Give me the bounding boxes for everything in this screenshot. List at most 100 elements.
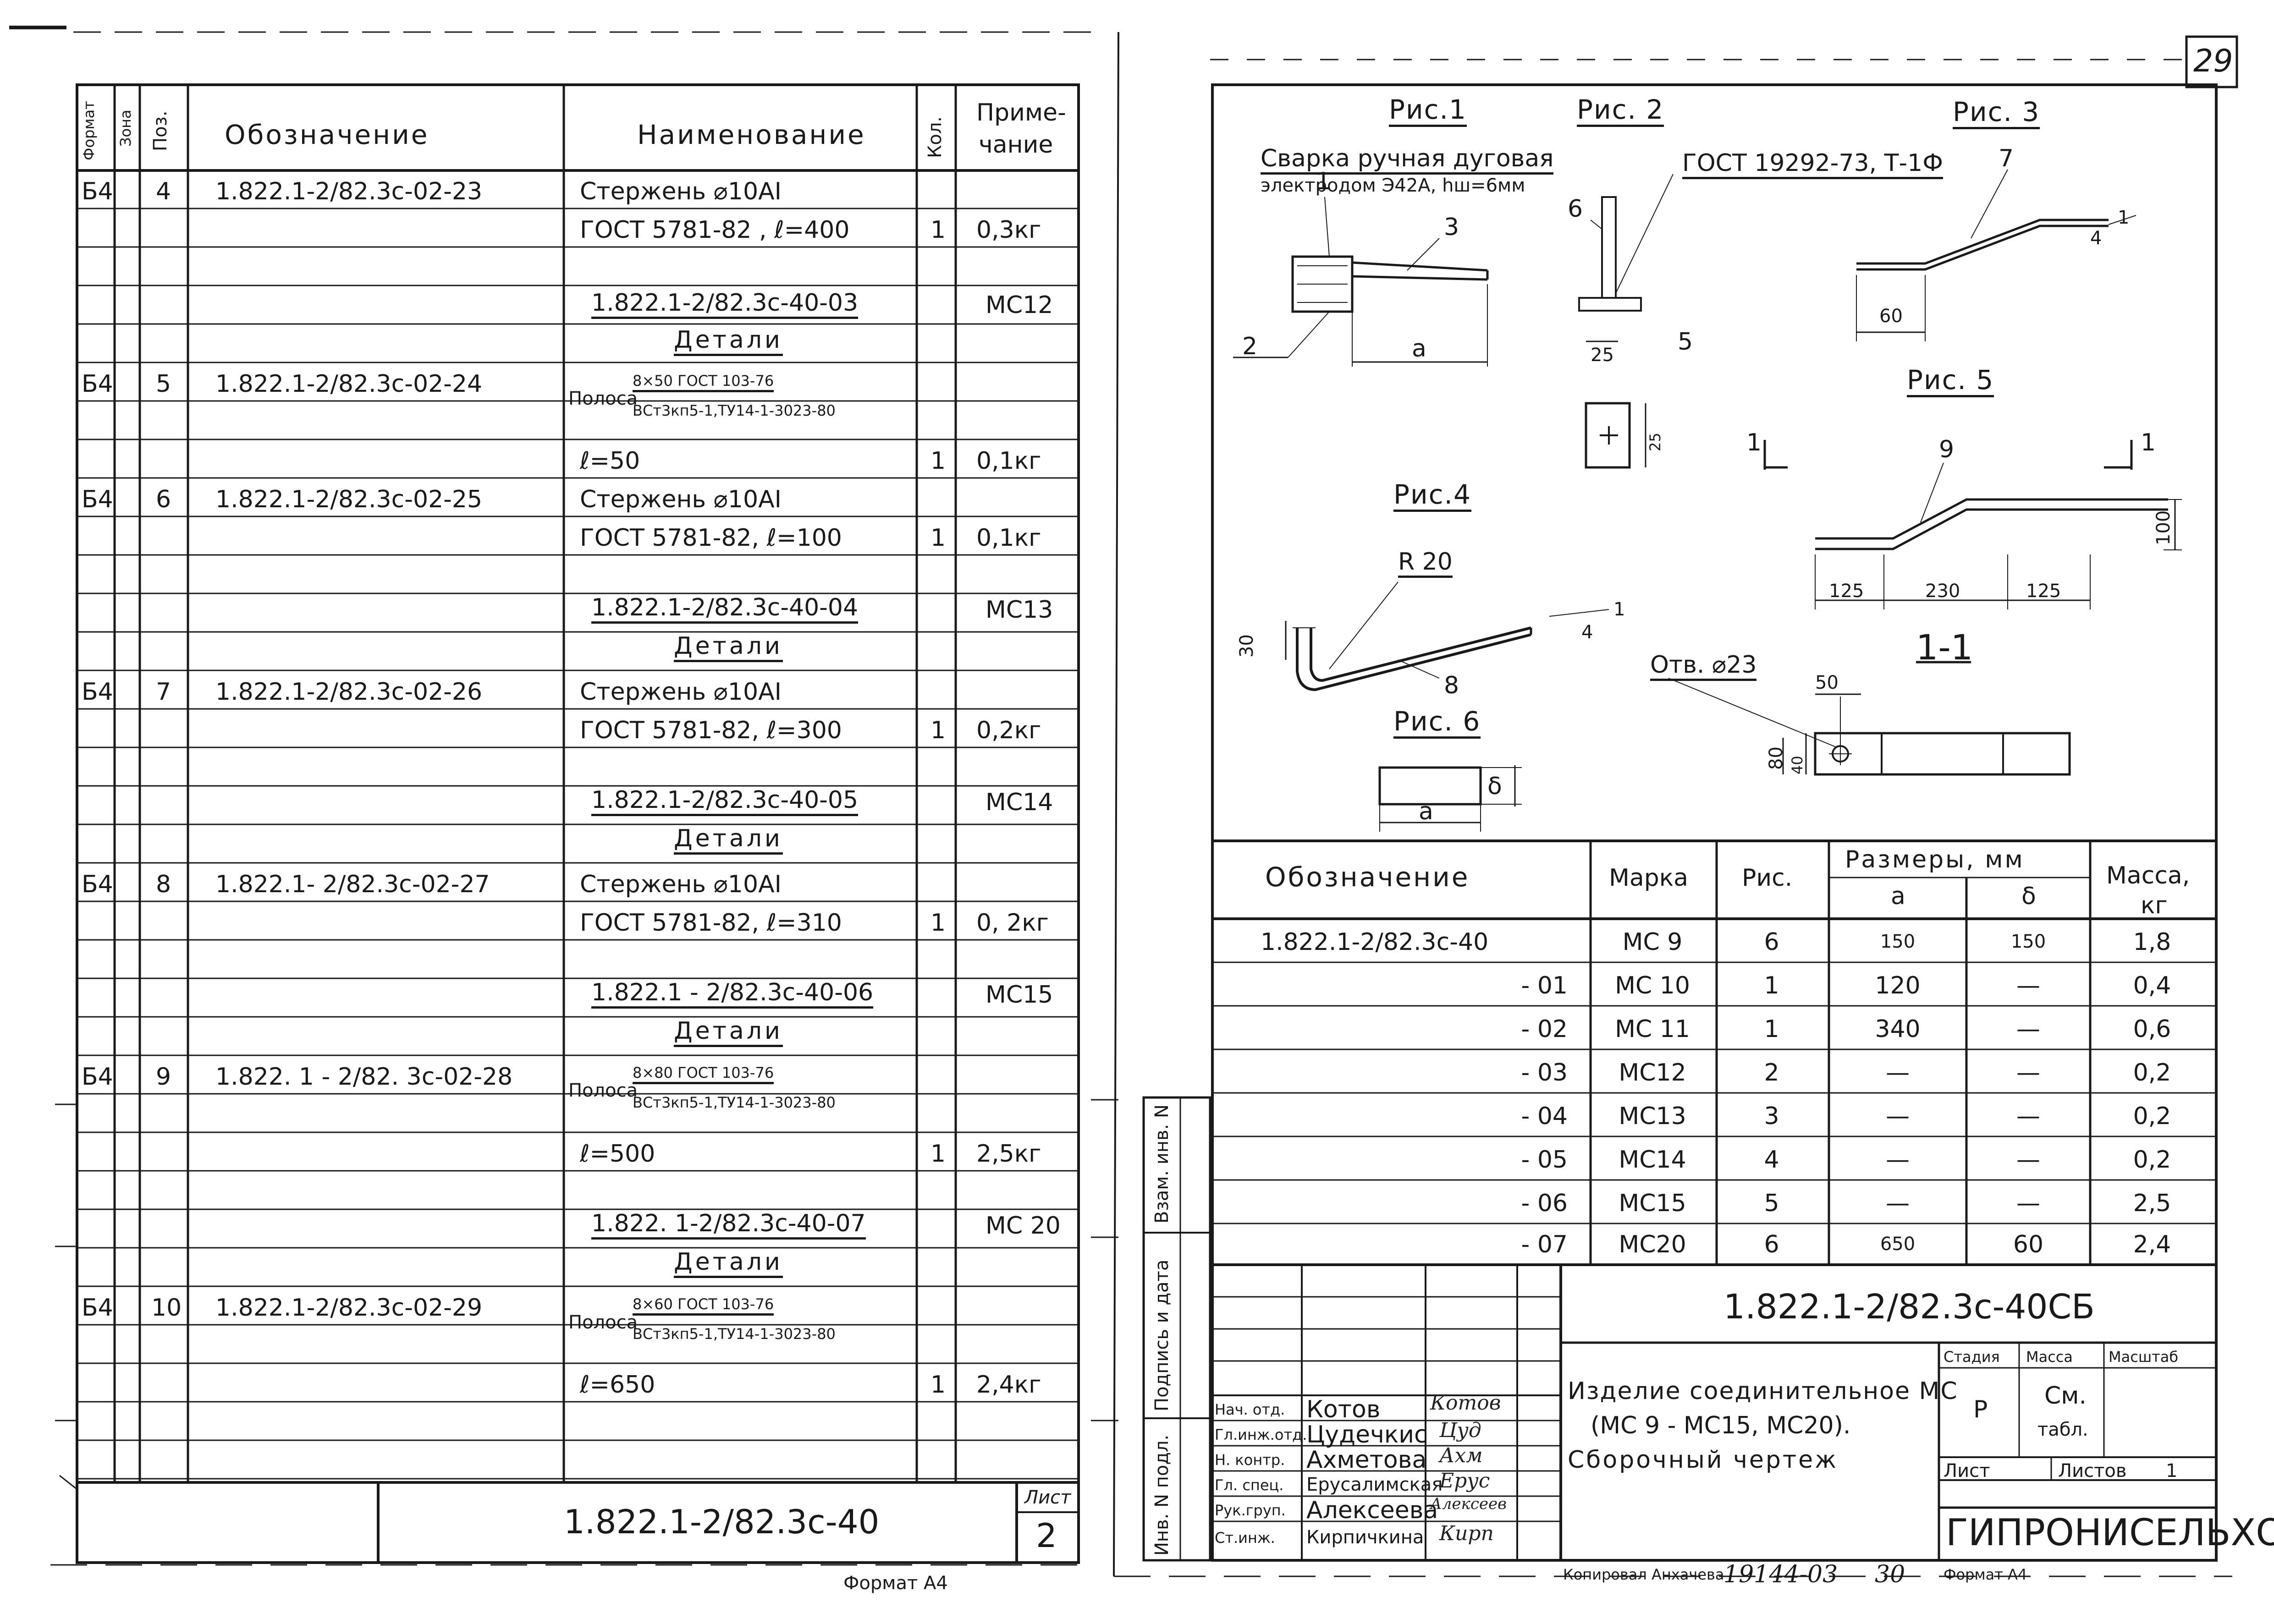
person-signature: Ахм — [1439, 1444, 1483, 1467]
order-number: 19144-03 — [1723, 1561, 1838, 1588]
col-header-qty: Кол. — [925, 116, 946, 158]
table-cell-designation: - 06 — [1521, 1190, 1568, 1217]
cell-designation: 1.822.1-2/82.3с-02-25 — [215, 486, 483, 513]
cell-pos: 6 — [156, 486, 171, 513]
gost-note: ГОСТ 19292-73, Т-1Ф — [1682, 151, 1944, 179]
person-signature: Ерус — [1439, 1469, 1490, 1492]
person-name: Ахметова — [1306, 1446, 1427, 1474]
cell-fraction-bottom: ВСт3кп5-1,ТУ14-1-3023-80 — [633, 402, 836, 419]
table-header-delta: δ — [2021, 883, 2036, 910]
title-block-code: 1.822.1-2/82.3с-40СБ — [1723, 1287, 2095, 1327]
cell-name: 1.822.1 - 2/82.3с-40-06 — [591, 981, 874, 1009]
table-cell-mass: 0,6 — [2133, 1015, 2171, 1043]
mass-value: См. — [2044, 1382, 2087, 1410]
cell-note: 0,2кг — [976, 717, 1041, 744]
dim-40: 40 — [1789, 756, 1806, 774]
table-cell-figure: 4 — [1764, 1146, 1779, 1174]
table-cell-figure: 1 — [1764, 1015, 1779, 1043]
table-cell-b: 60 — [2013, 1231, 2044, 1258]
table-cell-mass: 0,4 — [2133, 972, 2171, 999]
table-cell-a: 150 — [1880, 931, 1916, 952]
cell-qty: 1 — [931, 524, 946, 552]
cell-qty: 1 — [931, 216, 946, 244]
cell-designation: 1.822.1- 2/82.3с-02-27 — [215, 871, 490, 898]
person-role: Гл.инж.отд. — [1215, 1426, 1307, 1443]
person-name: Котов — [1306, 1396, 1381, 1423]
table-cell-mark: МС13 — [1619, 1103, 1686, 1130]
position-mark: 9 — [1939, 436, 1955, 463]
table-cell-mark: МС12 — [1619, 1059, 1686, 1086]
cell-name: Детали — [674, 328, 783, 356]
table-cell-b: 150 — [2010, 931, 2046, 952]
position-mark: 1 — [1316, 168, 1331, 195]
cell-name: Стержень ⌀10АⅠ — [580, 178, 782, 205]
cell-name: ГОСТ 5781-82 , ℓ=400 — [580, 216, 850, 244]
table-header-sizes: Размеры, мм — [1845, 846, 2025, 873]
cell-format: Б4 — [82, 678, 113, 706]
table-cell-mark: МС20 — [1619, 1231, 1686, 1258]
person-role: Рук.груп. — [1215, 1502, 1286, 1519]
table-cell-b: — — [2016, 1146, 2040, 1174]
cell-note: МС15 — [986, 981, 1053, 1009]
table-cell-designation: - 07 — [1521, 1231, 1568, 1258]
table-cell-a: — — [1886, 1190, 1910, 1217]
cell-name: ℓ=650 — [580, 1371, 655, 1399]
table-cell-mark: МС 11 — [1615, 1015, 1690, 1043]
table-cell-a: — — [1886, 1059, 1910, 1086]
table-cell-designation: - 04 — [1521, 1103, 1568, 1130]
cell-name: 1.822.1-2/82.3с-40-04 — [591, 596, 859, 624]
title-block-title-line-2: (МС 9 - МС15, МС20). — [1591, 1412, 1851, 1439]
table-header-a: а — [1891, 883, 1905, 910]
table-cell-mass: 0,2 — [2133, 1146, 2171, 1174]
copied-by: Копировал Анхачева — [1563, 1566, 1724, 1583]
cell-fraction-bottom: ВСт3кп5-1,ТУ14-1-3023-80 — [633, 1094, 836, 1111]
cell-pos: 8 — [156, 871, 171, 898]
cell-format: Б4 — [82, 178, 113, 205]
table-cell-designation: 1.822.1-2/82.3с-40 — [1261, 928, 1489, 956]
col-header-designation: Обозначение — [225, 119, 429, 150]
col-header-format: Формат — [80, 101, 98, 160]
cell-format: Б4 — [82, 871, 113, 898]
table-cell-mass: 1,8 — [2133, 928, 2171, 956]
table-cell-b: — — [2016, 1190, 2040, 1217]
table-cell-a: 120 — [1875, 972, 1921, 999]
table-header-mass: Масса, — [2106, 862, 2190, 889]
cell-name: Полоса — [568, 1080, 638, 1101]
cell-pos: 7 — [156, 678, 171, 706]
table-cell-a: — — [1886, 1103, 1910, 1130]
cell-format: Б4 — [82, 1063, 113, 1091]
left-stamp-sheet-number: 2 — [1036, 1516, 1057, 1555]
cell-name: 1.822.1-2/82.3с-40-05 — [591, 788, 859, 816]
side-label-signature-date: Подпись и дата — [1151, 1259, 1173, 1411]
sheets-value: 1 — [2166, 1460, 2178, 1481]
cell-qty: 1 — [931, 1371, 946, 1399]
cell-name: Стержень ⌀10АⅠ — [580, 871, 782, 898]
dim-a: а — [1412, 335, 1426, 362]
title-block-title-line-1: Изделие соединительное МС — [1568, 1377, 1958, 1405]
table-cell-mass: 0,2 — [2133, 1059, 2171, 1086]
section-mark: 1 — [2141, 429, 2156, 456]
figure-6-title: Рис. 6 — [1393, 708, 1481, 739]
cell-designation: 1.822.1-2/82.3с-02-29 — [215, 1294, 483, 1322]
table-header-figure: Рис. — [1742, 864, 1793, 892]
page-number: 29 — [2193, 43, 2233, 79]
cell-note: 0,1кг — [976, 524, 1041, 552]
dim-delta: δ — [1487, 773, 1502, 800]
cell-designation: 1.822. 1 - 2/82. 3с-02-28 — [215, 1063, 513, 1091]
position-mark: 3 — [1444, 214, 1459, 241]
table-cell-figure: 5 — [1764, 1190, 1779, 1217]
left-stamp-sheet-label: Лист — [1024, 1487, 1071, 1508]
cell-note: 0,1кг — [976, 447, 1041, 475]
left-format-label: Формат А4 — [843, 1573, 948, 1594]
cell-pos: 9 — [156, 1063, 171, 1091]
table-cell-mark: МС 10 — [1615, 972, 1690, 999]
cell-pos: 10 — [151, 1294, 182, 1322]
person-role: Ст.инж. — [1215, 1529, 1275, 1547]
cell-note: МС12 — [986, 291, 1053, 319]
position-mark: 5 — [1678, 328, 1693, 356]
position-mark: 4 — [2090, 228, 2102, 249]
table-cell-mass: 0,2 — [2133, 1103, 2171, 1130]
table-cell-mass: 2,5 — [2133, 1190, 2171, 1217]
dim-50: 50 — [1815, 672, 1839, 693]
